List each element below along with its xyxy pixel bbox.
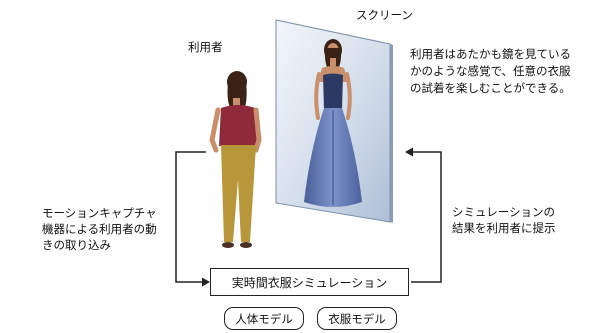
description-line-2: かのような感覚で、任意の衣服 (410, 64, 571, 78)
capture-arrow (175, 151, 210, 287)
description-line-1: 利用者はあたかも鏡を見ている (410, 47, 571, 61)
user-figure (209, 71, 262, 248)
capture-line-3: きの取り込み (42, 238, 111, 252)
user-label: 利用者 (188, 40, 223, 54)
human-model-pill: 人体モデル (224, 307, 304, 330)
feedback-line-1: シミュレーションの (452, 205, 556, 219)
avatar-in-screen (304, 39, 362, 207)
screen-label: スクリーン (356, 8, 413, 22)
capture-line-1: モーションキャプチャ (42, 206, 157, 220)
description-line-3: の試着を楽しむことができる。 (410, 81, 571, 95)
capture-line-2: 機器による利用者の動 (42, 222, 157, 236)
simulation-box: 実時間衣服シミュレーション (210, 268, 409, 296)
feedback-arrow (405, 147, 442, 283)
feedback-line-2: 結果を利用者に提示 (452, 221, 556, 235)
clothing-model-pill: 衣服モデル (317, 307, 397, 330)
